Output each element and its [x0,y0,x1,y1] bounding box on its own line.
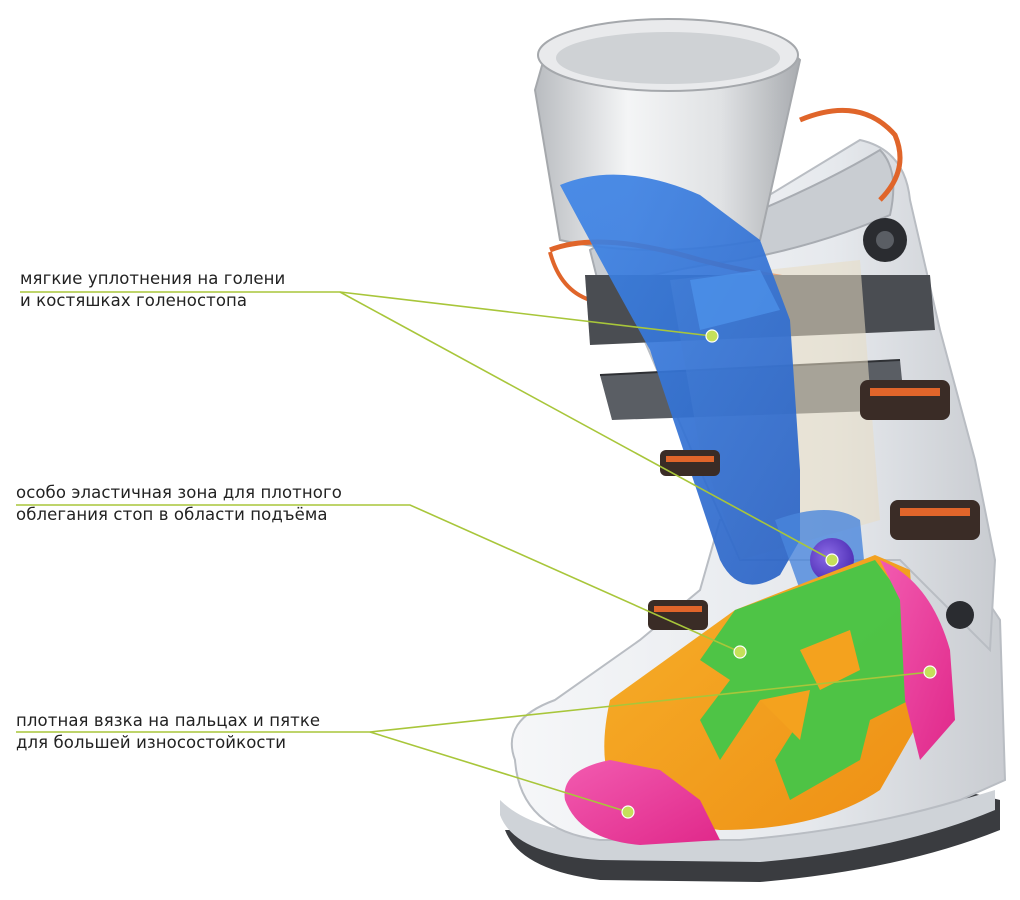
callout-instep-line-2: облегания стоп в области подъёма [16,505,328,524]
callout-shin-line-2: и костяшках голеностопа [20,291,248,310]
marker-ankle-pad [825,553,839,567]
callout-markers [621,329,937,819]
marker-heel [923,665,937,679]
buckle-icon [648,218,980,630]
callout-instep-line-1: особо эластичная зона для плотного [16,483,342,502]
boot-sole-rand [500,790,995,862]
instep-zone [700,560,910,800]
callout-toe-line-2: для большей износостойкости [16,733,287,752]
marker-shin-pad [705,329,719,343]
leader-lines [16,291,931,813]
boot-illustration [500,18,1007,882]
marker-instep [733,645,747,659]
marker-toe [621,805,635,819]
callout-toe-label: плотная вязка на пальцах и пятке для бол… [16,710,320,754]
leader-line-shin-2 [339,291,833,561]
heel-zone [880,560,955,760]
callout-shin-label: мягкие уплотнения на голени и костяшках … [20,268,285,312]
callout-shin-line-1: мягкие уплотнения на голени [20,269,286,288]
leader-line-instep [16,504,741,653]
callout-instep-label: особо эластичная зона для плотного облег… [16,482,342,526]
boot-cord-upper [799,107,903,202]
callout-toe-line-1: плотная вязка на пальцах и пятке [16,711,321,730]
toe-zone [564,760,720,845]
leader-line-toe-2 [369,731,629,813]
